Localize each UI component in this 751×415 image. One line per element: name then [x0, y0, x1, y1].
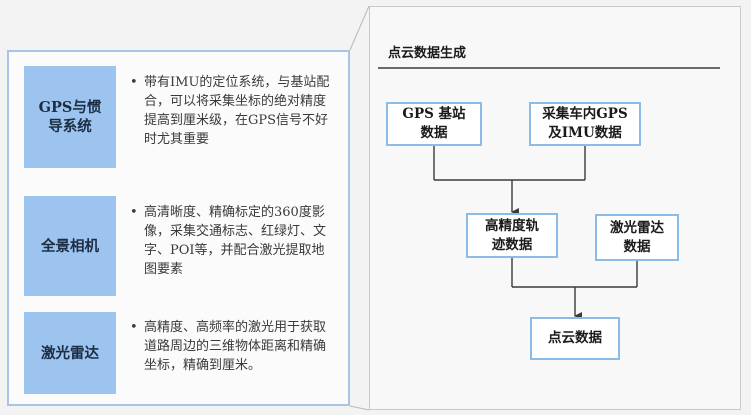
trajectory-node: 高精度轨 迹数据 [466, 213, 558, 258]
bullet: • [130, 75, 138, 90]
gps-ins-description: • 带有IMU的定位系统，与基站配合，可以将采集坐标的绝对精度提高到厘米级，在G… [130, 73, 335, 149]
flow-title: 点云数据生成 [388, 46, 467, 61]
lidar-node: 激光雷达 数据 [595, 214, 679, 261]
bullet: • [130, 320, 138, 335]
lidar-description: • 高精度、高频率的激光用于获取道路周边的三维物体距离和精确坐标，精确到厘米。 [130, 318, 335, 375]
panorama-camera-label: 全景相机 [24, 196, 116, 296]
title-divider [378, 67, 720, 69]
gps-ins-text: 带有IMU的定位系统，与基站配合，可以将采集坐标的绝对精度提高到厘米级，在GPS… [144, 75, 330, 147]
gps-ins-label: GPS与惯 导系统 [24, 66, 116, 168]
lidar-label: 激光雷达 [24, 312, 116, 394]
panorama-camera-text: 高清晰度、精确标定的360度影像，采集交通标志、红绿灯、文字、POI等，并配合激… [144, 205, 327, 277]
panorama-camera-description: • 高清晰度、精确标定的360度影像，采集交通标志、红绿灯、文字、POI等，并配… [130, 203, 335, 279]
gps-station-node: GPS 基站 数据 [386, 102, 482, 146]
bullet: • [130, 205, 138, 220]
lidar-text: 高精度、高频率的激光用于获取道路周边的三维物体距离和精确坐标，精确到厘米。 [144, 320, 327, 373]
vehicle-gps-imu-node: 采集车内GPS 及IMU数据 [529, 102, 641, 146]
point-cloud-node: 点云数据 [530, 317, 620, 360]
